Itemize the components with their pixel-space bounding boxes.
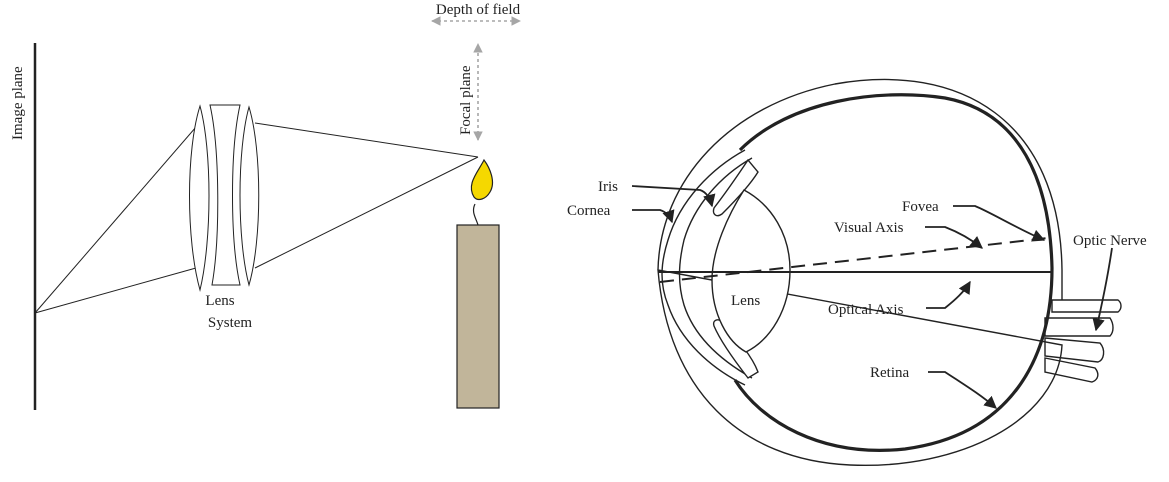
eye-diagram xyxy=(631,78,1122,467)
lens-system-label-line1: Lens xyxy=(205,293,234,309)
candle-body xyxy=(456,224,500,409)
optic-nerve-leader xyxy=(1092,247,1113,332)
optical-axis-leader xyxy=(926,280,971,309)
cornea-inner xyxy=(678,157,753,379)
concave-lens-middle xyxy=(209,104,241,286)
sclera-outer xyxy=(657,78,1063,467)
visual-axis-label: Visual Axis xyxy=(834,220,904,236)
visual-axis-leader xyxy=(925,226,983,249)
iris-upper xyxy=(712,158,759,217)
sclera-inner xyxy=(733,93,1054,452)
cornea-leader xyxy=(632,209,675,224)
iris-leader xyxy=(631,185,716,208)
candle-flame xyxy=(470,158,494,201)
fovea-label: Fovea xyxy=(902,199,939,215)
fovea-leader xyxy=(953,205,1046,242)
eye-lens-label: Lens xyxy=(731,293,760,309)
lens-system-label-line2: System xyxy=(208,315,253,331)
optic-nerve-label: Optic Nerve xyxy=(1073,233,1147,249)
iris-label: Iris xyxy=(598,179,618,195)
lens-system xyxy=(189,104,260,292)
convex-lens-left xyxy=(189,104,210,292)
focal-plane-label: Focal plane xyxy=(458,65,474,135)
candle-wick xyxy=(472,203,479,226)
cornea xyxy=(661,149,746,386)
light-rays xyxy=(34,122,479,314)
retina-leader xyxy=(928,371,997,409)
convex-lens-right xyxy=(239,105,260,287)
retina-label: Retina xyxy=(870,365,909,381)
image-plane-label: Image plane xyxy=(10,66,26,140)
camera-diagram: Image plane Lens System Focal plane Dept… xyxy=(10,2,521,410)
optical-axis-label: Optical Axis xyxy=(828,302,904,318)
leader-lines xyxy=(631,185,1113,409)
depth-of-field-label: Depth of field xyxy=(436,2,521,18)
cornea-label: Cornea xyxy=(567,203,611,219)
